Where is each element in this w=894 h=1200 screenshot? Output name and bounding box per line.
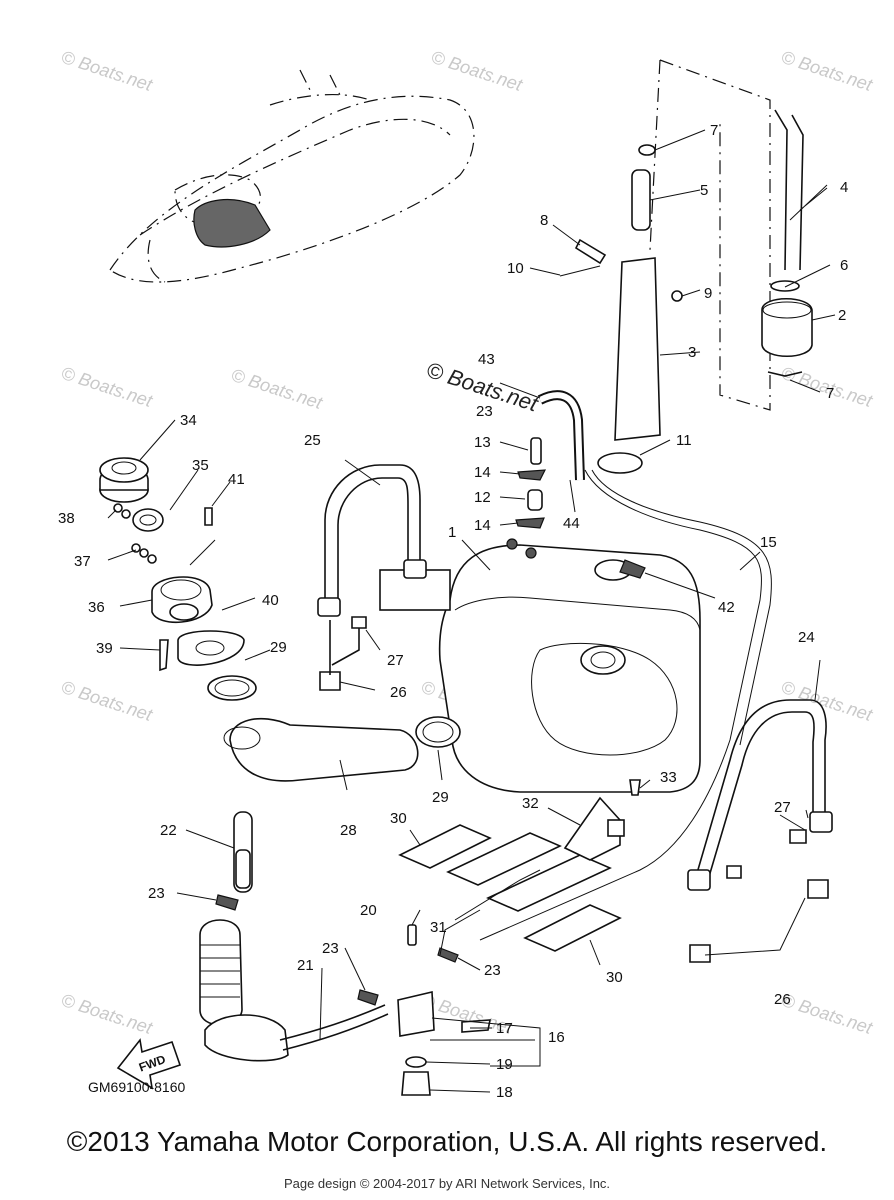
watermark: © Boats.net <box>429 47 526 95</box>
part-label[interactable]: 42 <box>718 599 735 616</box>
part-label[interactable]: 34 <box>180 412 197 429</box>
part-label[interactable]: 30 <box>390 810 407 827</box>
part-label[interactable]: 44 <box>563 515 580 532</box>
filler-cap-assembly <box>99 457 245 672</box>
part-label[interactable]: 33 <box>660 769 677 786</box>
fuel-filter-assembly <box>199 811 491 1096</box>
part-label[interactable]: 43 <box>478 351 495 368</box>
part-label[interactable]: 8 <box>540 212 548 229</box>
part-label[interactable]: 18 <box>496 1084 513 1101</box>
part-number-labels: 1 2 3 4 5 6 7 7 8 9 10 11 12 13 14 14 15… <box>58 122 848 1101</box>
part-label[interactable]: 21 <box>297 957 314 974</box>
part-label[interactable]: 36 <box>88 599 105 616</box>
part-label[interactable]: 14 <box>474 517 491 534</box>
part-label[interactable]: 1 <box>448 524 456 541</box>
part-label[interactable]: 28 <box>340 822 357 839</box>
part-label[interactable]: 29 <box>432 789 449 806</box>
part-label[interactable]: 24 <box>798 629 815 646</box>
watermark: © Boats.net <box>779 677 876 725</box>
part-label[interactable]: 40 <box>262 592 279 609</box>
strap-brackets <box>319 616 829 963</box>
part-label[interactable]: 27 <box>774 799 791 816</box>
part-label[interactable]: 5 <box>700 182 708 199</box>
part-label[interactable]: 23 <box>148 885 165 902</box>
part-label[interactable]: 37 <box>74 553 91 570</box>
part-label[interactable]: 23 <box>476 403 493 420</box>
part-label[interactable]: 3 <box>688 344 696 361</box>
tank-straps <box>317 464 833 891</box>
watermark: © Boats.net <box>779 47 876 95</box>
fuel-tank <box>379 544 701 793</box>
part-label[interactable]: 32 <box>522 795 539 812</box>
filler-hose-assembly <box>207 675 461 782</box>
part-label[interactable]: 26 <box>774 991 791 1008</box>
part-label[interactable]: 10 <box>507 260 524 277</box>
part-label[interactable]: 25 <box>304 432 321 449</box>
tank-pads <box>398 779 641 952</box>
vent-pipe-assembly <box>559 59 771 474</box>
watermark: © Boats.net <box>59 47 156 95</box>
part-label[interactable]: 38 <box>58 510 75 527</box>
watercraft-illustration <box>109 69 475 283</box>
part-label[interactable]: 12 <box>474 489 491 506</box>
part-label[interactable]: 2 <box>838 307 846 324</box>
part-label[interactable]: 19 <box>496 1056 513 1073</box>
page-credit: Page design © 2004-2017 by ARI Network S… <box>283 1176 611 1191</box>
part-label[interactable]: 31 <box>430 919 447 936</box>
part-label[interactable]: 11 <box>676 432 692 449</box>
part-label[interactable]: 6 <box>840 257 848 274</box>
watermark: © Boats.net <box>59 990 156 1038</box>
part-label[interactable]: 35 <box>192 457 209 474</box>
watermark: © Boats.net <box>779 990 876 1038</box>
forward-arrow: FWD <box>116 1038 182 1090</box>
part-label[interactable]: 13 <box>474 434 491 451</box>
part-label[interactable]: 29 <box>270 639 287 656</box>
part-label[interactable]: 27 <box>387 652 404 669</box>
diagram-code: GM69100-8160 <box>88 1079 186 1095</box>
part-label[interactable]: 23 <box>484 962 501 979</box>
copyright-notice: ©2013 Yamaha Motor Corporation, U.S.A. A… <box>66 1126 828 1157</box>
part-label[interactable]: 15 <box>760 534 777 551</box>
part-label[interactable]: 39 <box>96 640 113 657</box>
part-label[interactable]: 22 <box>160 822 177 839</box>
part-label[interactable]: 17 <box>496 1020 513 1037</box>
part-label[interactable]: 16 <box>548 1029 565 1046</box>
watermark: © Boats.net <box>59 677 156 725</box>
fittings <box>506 437 547 559</box>
part-label[interactable]: 7 <box>826 385 834 402</box>
watermark: © Boats.net <box>59 363 156 411</box>
watermark: © Boats.net <box>229 365 326 413</box>
breather-hoses <box>479 390 772 941</box>
part-label[interactable]: 9 <box>704 285 712 302</box>
part-label[interactable]: 23 <box>322 940 339 957</box>
part-label[interactable]: 4 <box>840 179 848 196</box>
part-label[interactable]: 14 <box>474 464 491 481</box>
part-label[interactable]: 30 <box>606 969 623 986</box>
part-label[interactable]: 7 <box>710 122 718 139</box>
leader-lines <box>107 129 836 1093</box>
part-label[interactable]: 41 <box>228 471 245 488</box>
part-label[interactable]: 26 <box>390 684 407 701</box>
part-label[interactable]: 20 <box>360 902 377 919</box>
